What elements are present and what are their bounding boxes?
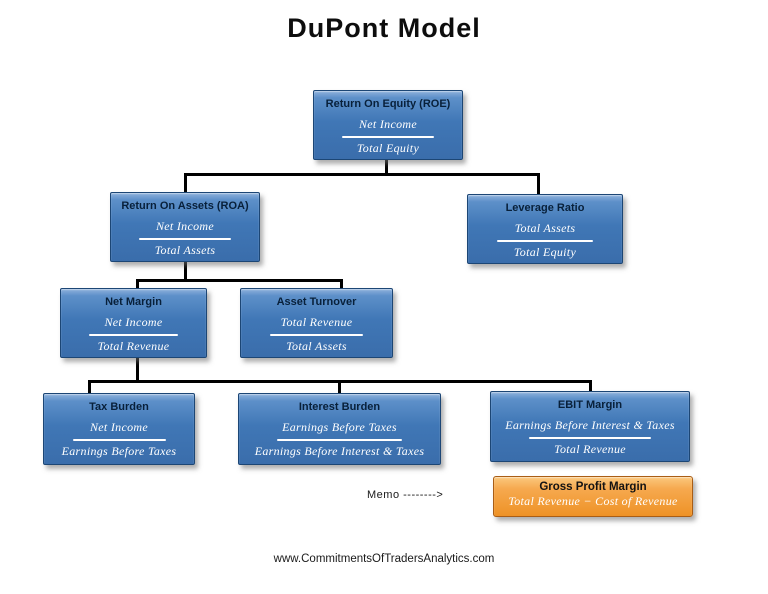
connector-line: [88, 382, 91, 396]
node-title: Return On Equity (ROE): [325, 98, 451, 110]
fraction-numerator: Net Income: [156, 219, 214, 233]
fraction-denominator: Total Assets: [286, 339, 347, 353]
fraction-divider: [497, 240, 593, 242]
node-title: Net Margin: [105, 296, 162, 308]
fraction-divider: [72, 439, 166, 441]
fraction-numerator: Net Income: [359, 117, 417, 131]
fraction-divider: [342, 136, 434, 138]
node-title: Gross Profit Margin: [539, 481, 647, 493]
node-title: Tax Burden: [89, 401, 149, 413]
node-return-on-equity: Return On Equity (ROE) Net Income Total …: [313, 90, 463, 160]
fraction-divider: [88, 334, 179, 336]
footer-url: www.CommitmentsOfTradersAnalytics.com: [273, 553, 495, 565]
node-leverage-ratio: Leverage Ratio Total Assets Total Equity: [467, 194, 623, 264]
fraction-divider: [139, 238, 231, 240]
fraction-numerator: Earnings Before Interest & Taxes: [505, 418, 675, 432]
fraction-denominator: Total Equity: [513, 245, 577, 259]
node-title: Interest Burden: [298, 401, 381, 413]
node-gross-profit-margin: Gross Profit Margin Total Revenue − Cost…: [493, 476, 693, 517]
connector-line: [184, 260, 187, 281]
node-title: Leverage Ratio: [505, 202, 585, 214]
fraction-divider: [269, 334, 364, 336]
fraction-numerator: Total Revenue: [280, 315, 353, 329]
fraction-numerator: Earnings Before Taxes: [282, 420, 397, 434]
connector-line: [88, 380, 592, 383]
connector-line: [340, 281, 343, 291]
connector-line: [385, 158, 388, 176]
fraction-denominator: Earnings Before Interest & Taxes: [254, 444, 425, 458]
fraction-denominator: Total Equity: [356, 141, 420, 155]
memo-label: Memo -------->: [367, 489, 444, 501]
node-title: EBIT Margin: [557, 399, 623, 411]
connector-line: [537, 175, 540, 197]
connector-line: [338, 382, 341, 396]
fraction-divider: [528, 437, 652, 439]
node-formula: Total Revenue − Cost of Revenue: [508, 494, 678, 508]
page-title: DuPont Model: [287, 13, 481, 43]
node-ebit-margin: EBIT Margin Earnings Before Interest & T…: [490, 391, 690, 462]
node-asset-turnover: Asset Turnover Total Revenue Total Asset…: [240, 288, 393, 358]
fraction-denominator: Total Revenue: [97, 339, 170, 353]
node-net-margin: Net Margin Net Income Total Revenue: [60, 288, 207, 358]
node-title: Asset Turnover: [276, 296, 357, 308]
connector-line: [184, 173, 540, 176]
connector-line: [136, 281, 139, 292]
fraction-numerator: Net Income: [90, 420, 148, 434]
node-title: Return On Assets (ROA): [121, 200, 249, 212]
node-tax-burden: Tax Burden Net Income Earnings Before Ta…: [43, 393, 195, 465]
fraction-denominator: Total Revenue: [554, 442, 626, 456]
connector-line: [589, 382, 592, 394]
fraction-denominator: Earnings Before Taxes: [61, 444, 177, 458]
fraction-denominator: Total Assets: [154, 243, 216, 257]
connector-line: [184, 175, 187, 195]
node-interest-burden: Interest Burden Earnings Before Taxes Ea…: [238, 393, 441, 465]
fraction-numerator: Total Assets: [514, 221, 576, 235]
connector-line: [136, 356, 139, 382]
fraction-numerator: Net Income: [104, 315, 163, 329]
fraction-divider: [277, 439, 402, 441]
node-return-on-assets: Return On Assets (ROA) Net Income Total …: [110, 192, 260, 262]
connector-line: [136, 279, 343, 282]
